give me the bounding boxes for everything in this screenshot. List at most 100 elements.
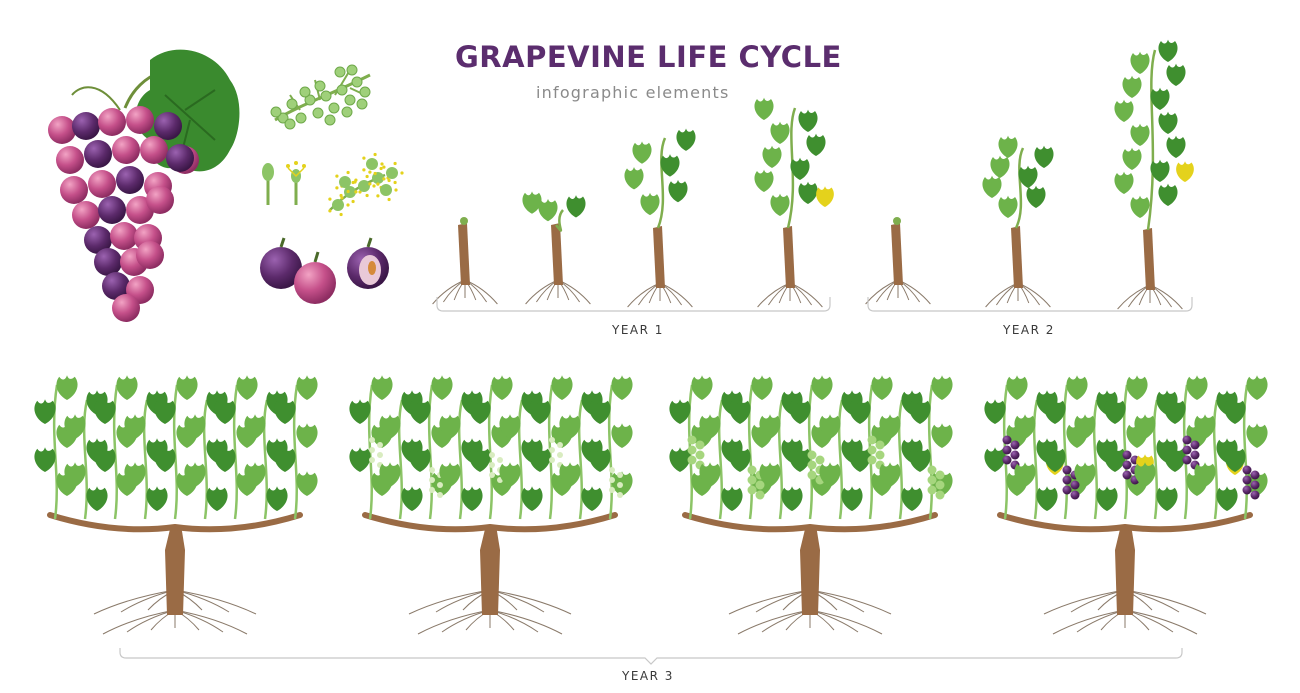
grape-cluster-berry: [429, 477, 435, 483]
vine-leaf: [274, 399, 296, 424]
grape-cluster-berry: [935, 490, 945, 500]
open-flower: [366, 158, 378, 170]
grape-berry: [94, 248, 122, 276]
vine-leaf: [244, 462, 266, 487]
grape-cluster-berry: [755, 480, 765, 490]
stamen: [362, 168, 366, 172]
vine-leaf: [409, 447, 431, 472]
flower-bud: [277, 112, 289, 124]
open-flower: [358, 180, 370, 192]
vine-leaf: [529, 399, 551, 424]
flower-bud: [328, 102, 340, 114]
flower-bud: [341, 106, 353, 118]
vine-leaf: [668, 179, 688, 203]
grape-berry: [48, 116, 76, 144]
vine-shoot: [837, 399, 844, 520]
vine-leaf: [754, 169, 774, 192]
open-flower: [386, 167, 398, 179]
root: [1043, 589, 1126, 615]
flower-bud: [320, 90, 332, 102]
grape-berry: [146, 186, 174, 214]
vine-leaf: [1164, 447, 1186, 472]
vine-leaf: [901, 486, 923, 511]
year-1-label: YEAR 1: [612, 323, 664, 337]
trunk: [891, 223, 903, 285]
vine-leaf: [566, 195, 586, 218]
vine-leaf: [1224, 447, 1246, 472]
shoot: [656, 137, 667, 229]
flower-bud: [304, 94, 316, 106]
vine-leaf: [811, 375, 833, 400]
vine-leaf: [1122, 75, 1142, 98]
vine-leaf: [64, 414, 86, 439]
vine-trunk: [165, 525, 185, 615]
stamen: [346, 189, 350, 194]
root: [728, 589, 811, 615]
vine-leaf: [729, 447, 751, 472]
cordon: [997, 512, 1253, 533]
flower-bud: [270, 106, 282, 118]
vine-leaf: [1186, 375, 1208, 400]
vine-leaf: [349, 399, 371, 424]
grape-cluster-berry: [747, 475, 757, 485]
vine-shoot: [1212, 399, 1219, 520]
stamen: [380, 162, 384, 166]
vine-leaf: [1166, 63, 1186, 86]
trunk: [1011, 226, 1023, 288]
vine-leaf: [611, 375, 633, 400]
grape-cluster-berry: [1182, 445, 1192, 455]
vine-shoot: [1032, 399, 1039, 520]
grape-cluster-berry: [617, 482, 623, 488]
vine-shoot: [577, 399, 584, 520]
vine-leaf: [762, 145, 782, 168]
cordon: [362, 512, 618, 533]
stamen: [368, 182, 372, 186]
grape-cluster-berry: [1070, 490, 1080, 500]
year-1-bracket: [436, 297, 831, 312]
vine-trunk: [480, 525, 500, 615]
grape-cluster-berry: [609, 477, 615, 483]
open-flower: [339, 176, 351, 188]
flower-bud: [324, 114, 336, 126]
vine-leaf: [1176, 161, 1194, 182]
grape-berry: [72, 112, 100, 140]
vine-leaf: [499, 414, 521, 439]
vine-leaf: [729, 399, 751, 424]
vine-leaf: [236, 375, 258, 400]
grape-cluster-berry: [489, 462, 495, 468]
vine-leaf: [56, 375, 78, 400]
vine-leaf: [461, 486, 483, 511]
grape-cluster-berry: [549, 437, 555, 443]
stamen: [340, 196, 344, 200]
grape-cluster-berry: [1062, 465, 1072, 475]
vine-leaf: [296, 471, 318, 496]
vine-leaf: [1104, 399, 1126, 424]
vine-leaf: [1158, 111, 1178, 134]
grape-cluster-berry: [369, 437, 375, 443]
vine-leaf: [816, 186, 834, 207]
stamen: [382, 165, 386, 169]
grape-berry: [112, 294, 140, 322]
vine-leaf: [1036, 486, 1058, 511]
stamen: [368, 170, 372, 174]
grape-cluster-berry: [1122, 450, 1132, 460]
grape-cluster-berry: [867, 435, 877, 445]
vine-leaf: [371, 375, 393, 400]
grape-cluster-berry: [807, 460, 817, 470]
vine-leaf: [909, 399, 931, 424]
vine-leaf: [1122, 147, 1142, 170]
vine-leaf: [184, 462, 206, 487]
grape-berry: [102, 272, 130, 300]
flower-bud: [344, 94, 356, 106]
vine-leaf: [721, 486, 743, 511]
vine-shoot: [777, 399, 784, 520]
vine-leaf: [1166, 135, 1186, 158]
vine-shoot: [1092, 399, 1099, 520]
vine-leaf: [770, 121, 790, 144]
vine-leaf: [754, 97, 774, 120]
flower-bud: [314, 80, 326, 92]
stamen: [373, 171, 377, 176]
year-3-bracket: [119, 648, 1183, 665]
grape-cluster-berry: [369, 447, 375, 453]
stamen: [346, 203, 350, 207]
